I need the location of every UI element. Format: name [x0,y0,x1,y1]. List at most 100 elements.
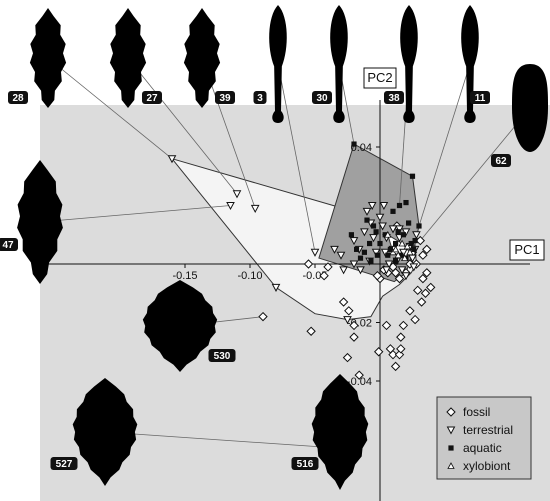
x-tick-label: -0.15 [172,270,197,282]
point-terrestrial [349,260,359,269]
point-aquatic [395,229,401,235]
point-fossil [410,314,420,325]
point-fossil [319,270,329,281]
specimen-label-38: 38 [388,93,400,104]
y-tick-label: -0.02 [347,318,372,330]
specimen-silhouettes [17,5,548,490]
point-terrestrial [378,222,387,231]
point-aquatic [351,141,357,147]
point-xylobiont [403,242,411,250]
point-fossil [422,268,432,278]
specimen-label-11: 11 [475,93,486,104]
specimen-label-box-11 [470,91,490,104]
point-terrestrial [339,266,348,275]
x-axis-name-box [509,239,545,261]
point-aquatic [396,202,403,209]
specimen-leader-lines [39,57,531,449]
point-terrestrial [356,266,365,275]
specimen-label-box-39 [215,91,235,104]
specimen-label-box-30 [312,91,332,104]
point-terrestrial [388,225,398,234]
specimen-label-30: 30 [316,93,328,104]
point-fossil [394,273,405,284]
point-fossil [425,282,436,293]
point-terrestrial [401,272,411,281]
specimen-label-516: 516 [297,459,314,470]
specimen-silhouette-530 [142,280,218,372]
point-aquatic [390,208,396,214]
point-aquatic [408,240,414,247]
specimen-label-527: 527 [56,459,73,470]
x-tick-label: -0.10 [237,270,262,282]
specimen-silhouette-47 [17,160,63,284]
point-xylobiont [406,248,414,256]
specimen-label-28: 28 [12,93,24,104]
point-terrestrial [384,260,394,269]
point-terrestrial [367,202,377,211]
specimen-label-box-530 [208,349,236,362]
point-fossil [398,320,409,331]
point-terrestrial [167,155,177,164]
point-xylobiont [401,254,409,262]
specimen-label-box-62 [491,154,511,167]
legend-marker-fossil [446,407,456,417]
point-fossil [381,320,392,331]
legend-marker-xylobiont [447,462,455,469]
specimen-silhouette-38 [400,5,418,123]
point-aquatic [385,252,391,258]
x-tick-label: -0.05 [302,270,327,282]
specimen-label-27: 27 [146,93,158,104]
point-aquatic [409,173,416,179]
point-aquatic [377,240,383,247]
point-xylobiont [384,230,392,238]
point-fossil [422,244,432,255]
legend-label-aquatic: aquatic [463,441,502,455]
point-aquatic [348,232,354,238]
point-terrestrial [380,248,390,257]
specimen-silhouette-516 [311,374,369,490]
point-terrestrial [401,228,411,237]
point-fossil [354,370,364,380]
specimen-silhouette-527 [72,378,138,486]
specimen-label-box-27 [142,91,162,104]
y-axis-title: PC2 [367,70,392,85]
specimen-label-box-47 [0,238,18,251]
point-terrestrial [399,248,408,257]
point-fossil [306,326,316,336]
point-fossil [372,270,383,281]
point-fossil [390,361,401,372]
specimen-label-530: 530 [214,351,231,362]
point-terrestrial [412,231,421,240]
point-fossil [405,306,415,316]
legend-marker-terrestrial [446,426,456,435]
point-aquatic [382,232,388,238]
point-fossil [338,297,349,307]
specimen-label-47: 47 [2,240,14,251]
point-fossil [388,349,398,360]
leader-line-27 [127,57,238,195]
point-aquatic [393,240,399,247]
specimen-label-box-38 [384,91,404,104]
point-fossil [418,273,428,284]
point-aquatic [398,252,404,258]
x-axis-title: PC1 [514,242,539,257]
point-fossil [349,320,359,331]
point-xylobiont [394,251,402,259]
point-aquatic [412,238,418,244]
specimen-label-3: 3 [257,93,263,104]
point-aquatic [406,220,412,226]
point-terrestrial [271,283,281,292]
data-points [167,141,436,453]
point-aquatic [354,246,360,252]
specimen-label-box-3 [253,91,267,104]
point-terrestrial [409,263,419,272]
point-fossil [412,285,423,296]
point-terrestrial [397,266,407,275]
specimen-silhouette-30 [330,5,348,123]
specimen-label-box-516 [291,457,319,470]
point-aquatic [416,223,422,229]
point-aquatic [368,258,374,264]
